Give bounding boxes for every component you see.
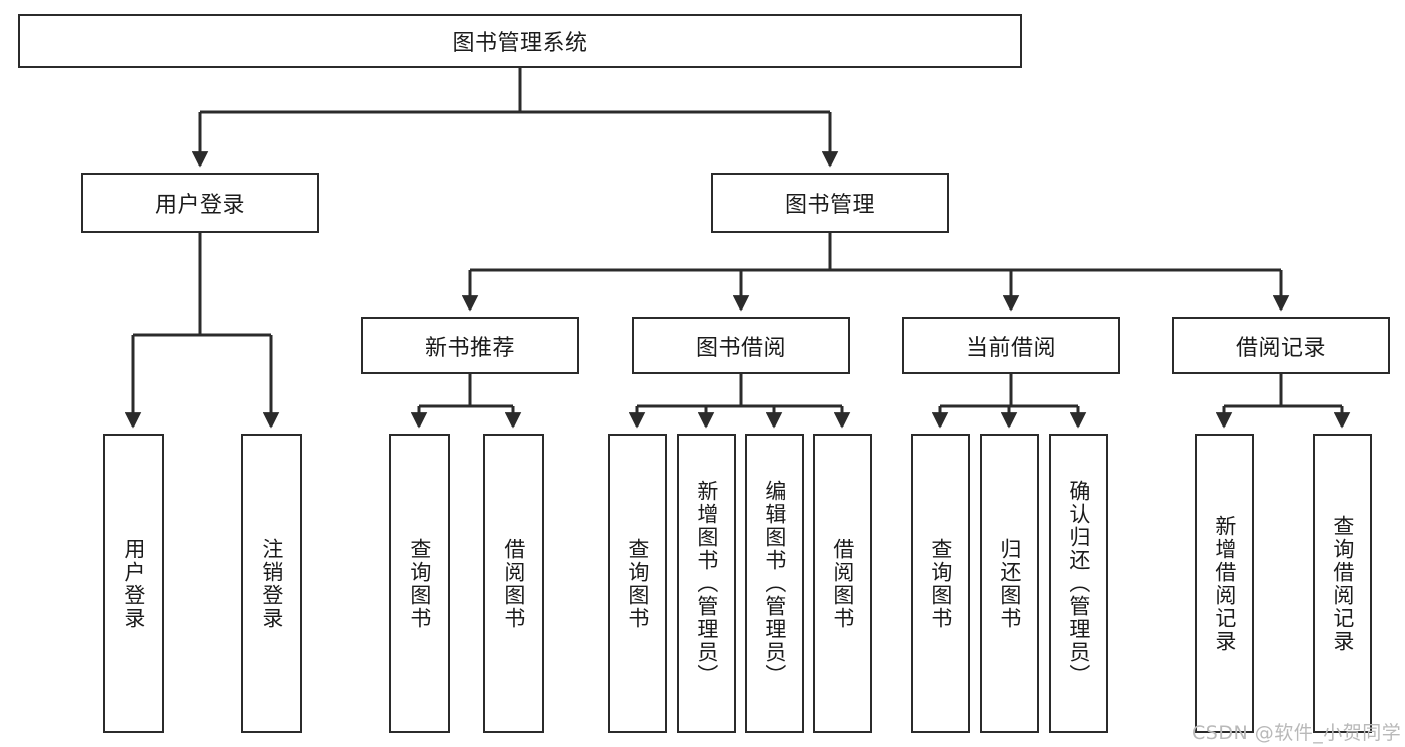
leaf-user-login-label: 用户登录 [121, 537, 146, 630]
leaf-query-book-rec[interactable]: 查询图书 [389, 434, 450, 733]
leaf-query-record-label: 查询借阅记录 [1330, 514, 1355, 653]
node-borrow-record[interactable]: 借阅记录 [1172, 317, 1390, 374]
leaf-query-book-cur[interactable]: 查询图书 [911, 434, 970, 733]
leaf-query-record[interactable]: 查询借阅记录 [1313, 434, 1372, 733]
leaf-add-book-label: 新增图书（管理员） [694, 480, 719, 687]
node-root-label: 图书管理系统 [452, 31, 588, 56]
leaf-edit-book[interactable]: 编辑图书（管理员） [745, 434, 804, 733]
node-root[interactable]: 图书管理系统 [18, 14, 1022, 68]
leaf-query-book-rec-label: 查询图书 [407, 537, 432, 630]
node-current-borrow-label: 当前借阅 [965, 335, 1056, 361]
leaf-add-record-label: 新增借阅记录 [1212, 514, 1237, 653]
leaf-add-record[interactable]: 新增借阅记录 [1195, 434, 1254, 733]
leaf-logout[interactable]: 注销登录 [241, 434, 302, 733]
leaf-return-book-label: 归还图书 [997, 537, 1022, 630]
leaf-borrow-book-label: 借阅图书 [830, 537, 855, 630]
node-user-login[interactable]: 用户登录 [81, 173, 319, 233]
leaf-confirm-return-label: 确认归还（管理员） [1066, 480, 1091, 687]
leaf-logout-label: 注销登录 [259, 537, 284, 630]
leaf-edit-book-label: 编辑图书（管理员） [762, 480, 787, 687]
node-new-book-rec[interactable]: 新书推荐 [361, 317, 579, 374]
leaf-query-book[interactable]: 查询图书 [608, 434, 667, 733]
node-book-manage[interactable]: 图书管理 [711, 173, 949, 233]
node-user-login-label: 用户登录 [154, 193, 245, 218]
leaf-add-book[interactable]: 新增图书（管理员） [677, 434, 736, 733]
leaf-borrow-book[interactable]: 借阅图书 [813, 434, 872, 733]
leaf-query-book-label: 查询图书 [625, 537, 650, 630]
node-current-borrow[interactable]: 当前借阅 [902, 317, 1120, 374]
watermark: CSDN @软件_小贺同学 [1192, 722, 1402, 744]
node-book-borrow[interactable]: 图书借阅 [632, 317, 850, 374]
leaf-query-book-cur-label: 查询图书 [928, 537, 953, 630]
node-book-manage-label: 图书管理 [784, 193, 875, 218]
leaf-borrow-book-rec[interactable]: 借阅图书 [483, 434, 544, 733]
leaf-borrow-book-rec-label: 借阅图书 [501, 537, 526, 630]
node-book-borrow-label: 图书借阅 [695, 335, 786, 361]
leaf-user-login[interactable]: 用户登录 [103, 434, 164, 733]
leaf-confirm-return[interactable]: 确认归还（管理员） [1049, 434, 1108, 733]
leaf-return-book[interactable]: 归还图书 [980, 434, 1039, 733]
node-borrow-record-label: 借阅记录 [1235, 335, 1326, 361]
node-new-book-rec-label: 新书推荐 [424, 335, 515, 361]
